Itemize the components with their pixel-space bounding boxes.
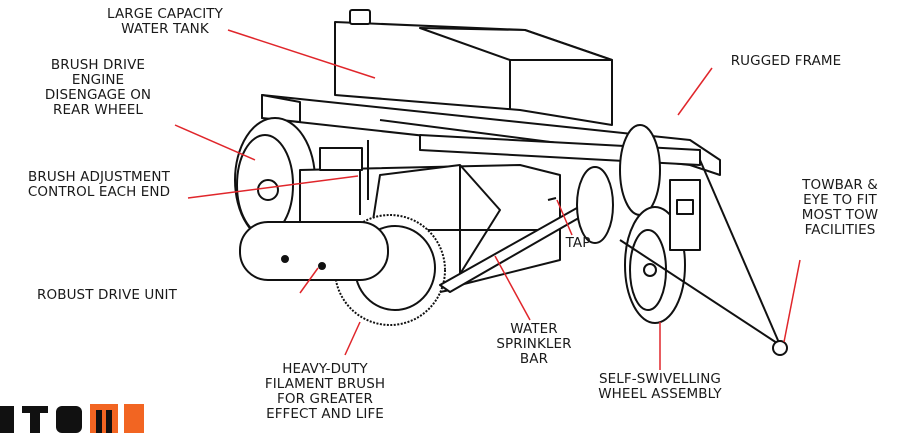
label-line: FOR GREATER bbox=[277, 391, 373, 407]
towbar bbox=[619, 159, 788, 356]
leader-brush-adjust bbox=[187, 175, 359, 199]
right-wheels bbox=[576, 124, 661, 244]
label-drive-unit: ROBUST DRIVE UNIT bbox=[14, 288, 200, 303]
leader-lines bbox=[174, 29, 801, 370]
label-filament-brush: HEAVY-DUTY FILAMENT BRUSH FOR GREATER EF… bbox=[240, 362, 410, 422]
drive-unit bbox=[239, 221, 389, 281]
label-water-tank: LARGE CAPACITY WATER TANK bbox=[88, 7, 242, 37]
label-line: DISENGAGE ON bbox=[44, 87, 152, 103]
leader-rugged-frame bbox=[677, 67, 713, 116]
label-line: HEAVY-DUTY bbox=[282, 361, 368, 377]
leader-towbar bbox=[783, 259, 801, 343]
label-line: ENGINE bbox=[71, 72, 125, 88]
label-line: BAR bbox=[519, 351, 549, 367]
label-line: EFFECT AND LIFE bbox=[266, 406, 384, 422]
label-rugged-frame: RUGGED FRAME bbox=[712, 54, 860, 69]
water-tank bbox=[334, 9, 613, 126]
leader-sprinkler bbox=[494, 255, 531, 321]
label-brush-adjust: BRUSH ADJUSTMENT CONTROL EACH END bbox=[4, 170, 194, 200]
leader-drive-unit bbox=[299, 267, 319, 294]
label-line: CONTROL EACH END bbox=[27, 184, 171, 200]
label-line: FACILITIES bbox=[804, 222, 876, 238]
label-line: ROBUST DRIVE UNIT bbox=[37, 287, 177, 303]
leader-brush-drive bbox=[174, 124, 256, 161]
label-sprinkler: WATER SPRINKLER BAR bbox=[486, 322, 582, 367]
label-brush-drive: BRUSH DRIVE ENGINE DISENGAGE ON REAR WHE… bbox=[12, 58, 184, 118]
label-line: REAR WHEEL bbox=[53, 102, 143, 118]
rear-wheel bbox=[234, 117, 316, 243]
label-line: RUGGED FRAME bbox=[730, 53, 842, 69]
label-towbar: TOWBAR & EYE TO FIT MOST TOW FACILITIES bbox=[792, 178, 888, 238]
label-line: LARGE CAPACITY bbox=[107, 6, 223, 22]
label-line: TOWBAR & bbox=[802, 177, 878, 193]
frame bbox=[261, 94, 721, 176]
label-line: TAP bbox=[565, 235, 591, 251]
brush-adjustment-control bbox=[319, 140, 369, 215]
label-line: BRUSH DRIVE bbox=[50, 57, 146, 73]
label-line: EYE TO FIT bbox=[803, 192, 877, 208]
label-line: SELF-SWIVELLING bbox=[598, 371, 721, 387]
label-line: BRUSH ADJUSTMENT bbox=[28, 169, 170, 185]
leader-water-tank bbox=[227, 29, 376, 79]
swivel-wheel bbox=[624, 179, 701, 324]
label-line: WHEEL ASSEMBLY bbox=[598, 386, 722, 402]
label-tap: TAP bbox=[558, 236, 598, 251]
leader-tap bbox=[556, 199, 573, 236]
label-line: MOST TOW bbox=[801, 207, 879, 223]
brand-logo bbox=[0, 400, 150, 433]
label-swivel-wheel: SELF-SWIVELLING WHEEL ASSEMBLY bbox=[588, 372, 732, 402]
label-line: WATER TANK bbox=[121, 21, 209, 37]
label-line: FILAMENT BRUSH bbox=[264, 376, 386, 392]
label-line: SPRINKLER bbox=[496, 336, 572, 352]
label-line: WATER bbox=[510, 321, 558, 337]
leader-filament-brush bbox=[344, 321, 361, 356]
